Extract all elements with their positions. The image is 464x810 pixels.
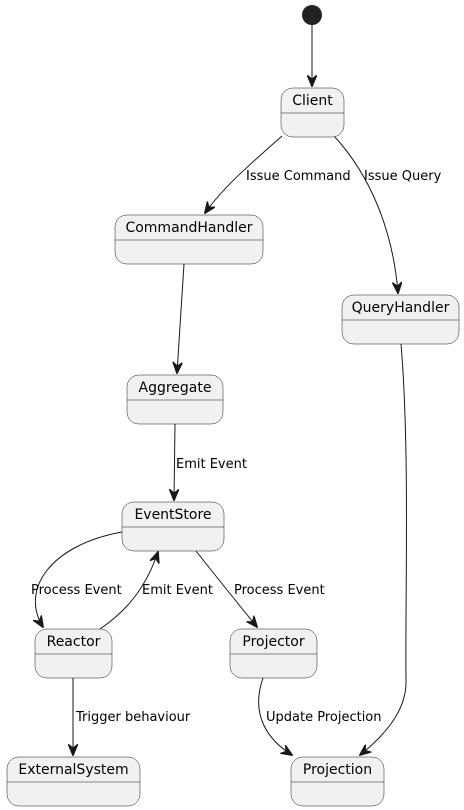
state-label-client: Client [292,93,333,109]
transition-label-process-event-projector: Process Event [234,583,325,598]
transition-issue-query: Issue Query [333,135,442,293]
state-label-command-handler: CommandHandler [125,220,252,236]
state-label-external-system: ExternalSystem [18,762,128,778]
transition-update-projection: Update Projection [258,677,382,755]
transition-query-to-projection [360,343,407,755]
transition-process-event-reactor: Process Event [31,531,123,627]
state-label-event-store: EventStore [134,507,211,523]
transition-label-process-event-reactor: Process Event [31,583,122,598]
transition-label-trigger-behaviour: Trigger behaviour [75,710,191,725]
transition-emit-event-aggregate: Emit Event [174,423,247,500]
state-external-system: ExternalSystem [6,756,141,807]
state-label-projector: Projector [242,634,304,650]
state-projector: Projector [229,628,318,679]
transition-label-issue-query: Issue Query [364,169,442,184]
state-event-store: EventStore [121,501,225,552]
transition-label-update-projection: Update Projection [266,710,382,725]
state-reactor: Reactor [34,628,113,679]
transition-emit-event-reactor: Emit Event [99,552,213,630]
state-client: Client [280,87,345,138]
transition-trigger-behaviour: Trigger behaviour [73,678,191,755]
transition-label-issue-command: Issue Command [246,169,351,184]
transition-command-to-aggregate [177,263,185,373]
state-query-handler: QueryHandler [341,294,460,345]
transitions: Issue Command Issue Query Emit Event Pro… [31,25,442,755]
transition-issue-command: Issue Command [205,135,351,213]
initial-state-node [302,5,322,25]
state-label-aggregate: Aggregate [139,380,212,396]
transition-label-emit-event-aggregate: Emit Event [176,457,247,472]
state-command-handler: CommandHandler [114,214,264,265]
state-label-query-handler: QueryHandler [352,300,450,316]
transition-process-event-projector: Process Event [195,550,325,627]
state-aggregate: Aggregate [126,374,224,425]
transition-label-emit-event-reactor: Emit Event [142,583,213,598]
state-label-reactor: Reactor [47,634,101,650]
state-projection: Projection [290,756,385,807]
state-label-projection: Projection [303,762,372,778]
